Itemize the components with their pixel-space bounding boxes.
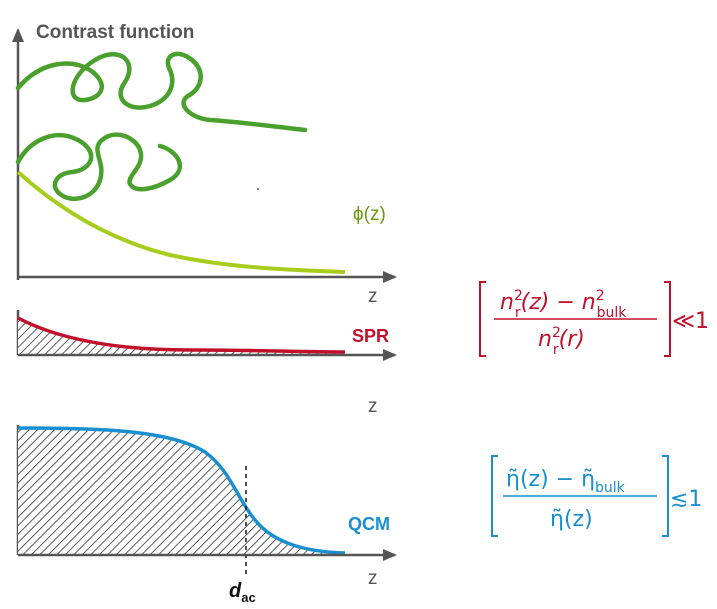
spr-panel: SPR z (16, 310, 397, 417)
spr-num-arg: (z) − n (521, 290, 596, 315)
spr-den-n: n (538, 327, 552, 352)
qcm-formula: η̃(z) − η̃bulk η̃(z) ≲1 (491, 455, 702, 537)
phi-label: ϕ(z) (353, 204, 386, 225)
spr-bracket-left (479, 281, 486, 357)
spr-num-sub: r (515, 305, 521, 321)
spr-den-arg: (r) (559, 327, 585, 352)
qcm-panel: QCM z dac (16, 425, 397, 605)
qcm-denominator: η̃(z) (550, 507, 593, 532)
spr-curve (17, 316, 346, 354)
dac-label: dac (229, 580, 256, 605)
spr-num-bulk-sup: 2 (596, 288, 605, 304)
qcm-curve (17, 426, 346, 555)
top-panel: Contrast function ϕ(z) z (12, 22, 397, 307)
qcm-label: QCM (348, 514, 390, 534)
spr-num-bulk-sub: bulk (597, 305, 628, 321)
z-label-top: z (368, 286, 378, 307)
spr-den-sup: 2 (552, 325, 561, 341)
dac-main: d (229, 580, 242, 602)
spr-hatched-area (18, 318, 345, 355)
qcm-bracket-left (491, 455, 498, 537)
qcm-bracket-right (662, 455, 669, 537)
spr-num-sup: 2 (514, 288, 523, 304)
spr-num-n: n (500, 290, 514, 315)
qcm-num-sub: bulk (595, 480, 626, 496)
polymer-chain (15, 51, 308, 133)
spr-label: SPR (352, 326, 389, 346)
qcm-numerator: η̃(z) − η̃bulk (506, 467, 626, 496)
phi-curve (16, 170, 346, 274)
z-label-qcm: z (368, 568, 378, 589)
z-label-spr: z (368, 396, 378, 417)
spr-relation: ≪1 (672, 309, 709, 334)
qcm-relation: ≲1 (670, 487, 702, 512)
qcm-hatched-area (18, 428, 345, 555)
qcm-num-main: η̃(z) − η̃ (506, 467, 595, 492)
polymer-chain-lower (15, 132, 183, 201)
chart-title: Contrast function (36, 22, 194, 43)
stray-dot (257, 188, 259, 190)
spr-den-sub: r (553, 342, 559, 358)
spr-bracket-right (664, 281, 671, 357)
dac-sub: ac (241, 590, 255, 605)
